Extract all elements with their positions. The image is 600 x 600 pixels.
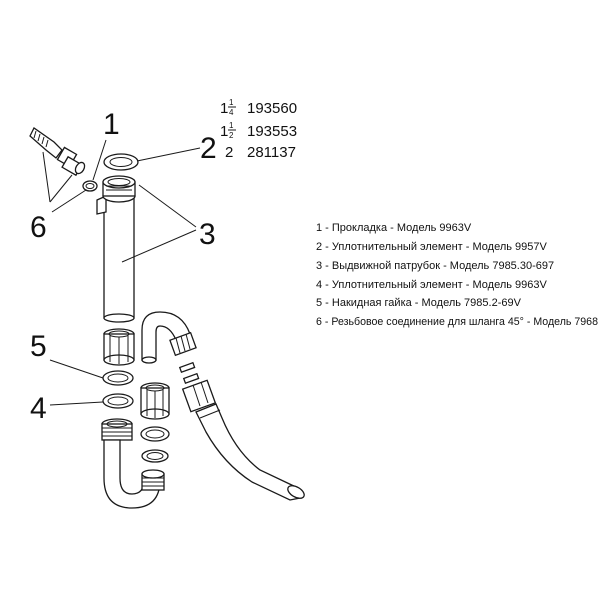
article-code: 193560 (247, 100, 297, 117)
gasket-drawing (82, 180, 98, 192)
article-code: 281137 (247, 144, 296, 161)
callout-1: 1 (103, 108, 120, 141)
leader-lines (42, 139, 201, 406)
tailpiece-drawing (96, 175, 136, 323)
size-numerator: 1 (229, 121, 234, 130)
callout-6: 6 (30, 211, 47, 244)
size-whole: 2 (225, 144, 233, 161)
size-whole: 1 (220, 100, 228, 117)
size-numerator: 1 (229, 98, 234, 107)
hose-connector-drawing (29, 127, 86, 177)
size-denominator: 4 (229, 108, 234, 117)
legend-item: 2 - Уплотнительный элемент - Модель 9957… (316, 241, 548, 253)
parts-legend: 1 - Прокладка - Модель 9963V 2 - Уплотни… (316, 222, 598, 328)
legend-item: 6 - Резьбовое соединение для шланга 45° … (316, 316, 598, 328)
elbow-drawing (141, 311, 305, 501)
legend-item: 5 - Накидная гайка - Модель 7985.2-69V (316, 297, 522, 309)
size-denominator: 2 (229, 131, 234, 140)
callout-4: 4 (30, 392, 47, 425)
legend-item: 4 - Уплотнительный элемент - Модель 9963… (316, 279, 548, 291)
legend-item: 3 - Выдвижной патрубок - Модель 7985.30-… (316, 260, 554, 272)
callout-2: 2 (200, 132, 217, 165)
callout-3: 3 (199, 218, 216, 251)
trap-drawing (101, 328, 170, 509)
article-code: 193553 (247, 123, 297, 140)
size-whole: 1 (220, 123, 228, 140)
size-code-table: 1 1 4 193560 1 1 2 193553 2 281137 (220, 98, 297, 161)
seal-ring-drawing (103, 153, 139, 171)
callout-5: 5 (30, 330, 47, 363)
legend-item: 1 - Прокладка - Модель 9963V (316, 222, 472, 234)
